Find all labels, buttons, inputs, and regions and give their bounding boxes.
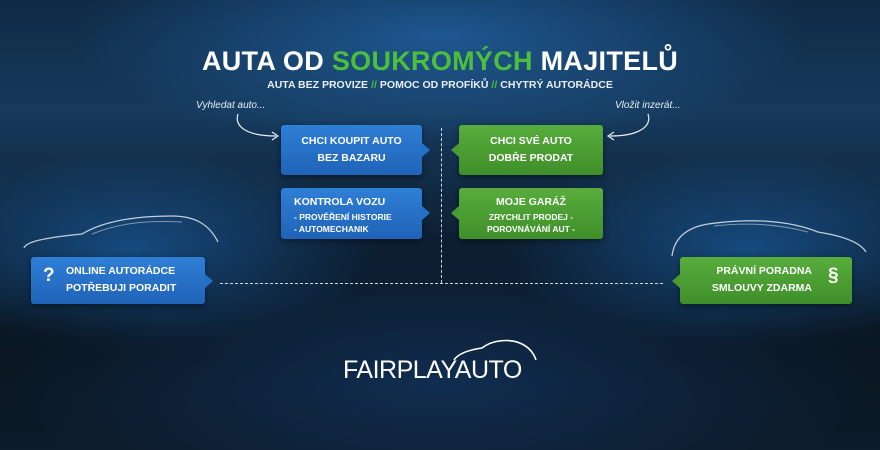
hint-post-ad: Vložit inzerát... bbox=[615, 100, 681, 111]
paragraph-icon: § bbox=[828, 265, 839, 286]
curved-arrow-icon bbox=[236, 113, 280, 141]
legal-advice-button[interactable]: PRÁVNÍ PORADNA SMLOUVY ZDARMA bbox=[680, 257, 852, 304]
sell-car-button[interactable]: CHCI SVÉ AUTO DOBŘE PRODAT bbox=[459, 125, 603, 175]
divider-vertical bbox=[441, 128, 442, 283]
my-garage-button[interactable]: MOJE GARÁŽ ZRYCHLIT PRODEJ - POROVNÁVÁNÍ… bbox=[459, 188, 603, 239]
title-accent: SOUKROMÝCH bbox=[331, 46, 533, 76]
online-advisor-button[interactable]: ONLINE AUTORÁDCE POTŘEBUJI PORADIT bbox=[31, 257, 205, 304]
question-mark-icon: ? bbox=[43, 265, 55, 286]
hint-search: Vyhledat auto... bbox=[196, 100, 266, 111]
divider-horizontal bbox=[220, 283, 663, 284]
logo-car-icon bbox=[453, 339, 537, 361]
advisor-subtitle: POTŘEBUJI PORADIT bbox=[66, 282, 177, 294]
buy-title: CHCI KOUPIT AUTO bbox=[301, 135, 402, 147]
advisor-title: ONLINE AUTORÁDCE bbox=[66, 265, 176, 277]
car-inspection-button[interactable]: KONTROLA VOZU - PROVĚŘENÍ HISTORIE - AUT… bbox=[281, 188, 422, 239]
box-pointer bbox=[672, 274, 680, 288]
logo-part2: AUTO bbox=[454, 356, 523, 384]
hero-subtitle: AUTA BEZ PROVIZE//POMOC OD PROFÍKŮ//CHYT… bbox=[0, 79, 880, 91]
buy-subtitle: BEZ BAZARU bbox=[317, 152, 386, 164]
garage-item: POROVNÁVÁNÍ AUT - bbox=[487, 224, 575, 234]
inspection-title: KONTROLA VOZU bbox=[294, 196, 386, 208]
title-part1: AUTA OD bbox=[201, 46, 332, 76]
garage-title: MOJE GARÁŽ bbox=[495, 196, 566, 208]
sell-title: CHCI SVÉ AUTO bbox=[490, 135, 572, 147]
legal-subtitle: SMLOUVY ZDARMA bbox=[711, 282, 812, 294]
fairplayauto-logo[interactable]: FAIRPLAYAUTO bbox=[343, 356, 522, 385]
garage-item: ZRYCHLIT PRODEJ - bbox=[488, 212, 574, 222]
box-pointer bbox=[451, 143, 459, 157]
subtitle-item: POMOC OD PROFÍKŮ bbox=[379, 79, 489, 91]
box-pointer bbox=[422, 143, 430, 157]
car-outline-icon bbox=[23, 215, 219, 249]
title-part2: MAJITELŮ bbox=[532, 46, 679, 76]
box-pointer bbox=[205, 274, 213, 288]
subtitle-separator: // bbox=[371, 79, 377, 91]
curved-arrow-icon bbox=[606, 113, 650, 141]
subtitle-separator: // bbox=[491, 79, 498, 91]
box-pointer bbox=[451, 206, 459, 220]
box-pointer bbox=[422, 206, 430, 220]
hero-title: AUTA OD SOUKROMÝCH MAJITELŮ bbox=[0, 46, 880, 77]
subtitle-item: AUTA BEZ PROVIZE bbox=[267, 79, 369, 91]
inspection-item: - AUTOMECHANIK bbox=[294, 224, 369, 234]
logo-part1: FAIRPLAY bbox=[343, 356, 455, 384]
subtitle-item: CHYTRÝ AUTORÁDCE bbox=[500, 79, 613, 91]
legal-title: PRÁVNÍ PORADNA bbox=[716, 265, 812, 277]
inspection-item: - PROVĚŘENÍ HISTORIE bbox=[294, 212, 392, 222]
car-outline-icon bbox=[671, 220, 867, 257]
buy-car-button[interactable]: CHCI KOUPIT AUTO BEZ BAZARU bbox=[281, 125, 422, 175]
sell-subtitle: DOBŘE PRODAT bbox=[488, 152, 574, 164]
